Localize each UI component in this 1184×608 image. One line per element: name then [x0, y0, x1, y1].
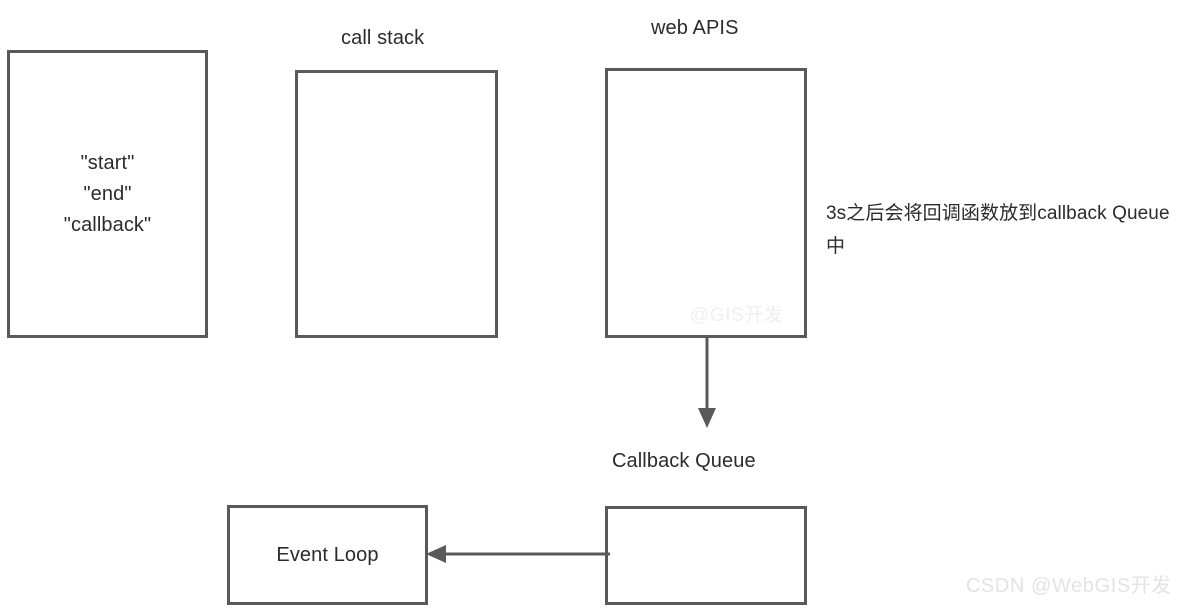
- event-loop-text: Event Loop: [276, 543, 379, 566]
- callback-queue-box[interactable]: [605, 506, 807, 605]
- watermark-csdn: CSDN @WebGIS开发: [965, 575, 1172, 597]
- arrow-callback-queue-to-event-loop: [426, 545, 610, 563]
- callback-queue-caption: Callback Queue: [612, 450, 756, 472]
- event-loop-box[interactable]: Event Loop: [227, 505, 428, 605]
- code-output-box[interactable]: "start" "end" "callback": [7, 50, 208, 338]
- web-apis-box[interactable]: [605, 68, 807, 338]
- arrow-web-apis-to-callback-queue: [698, 336, 716, 428]
- web-apis-caption: web APIS: [651, 17, 739, 39]
- call-stack-box[interactable]: [295, 70, 498, 338]
- timer-callback-note: 3s之后会将回调函数放到callback Queue中: [826, 203, 1170, 258]
- call-stack-caption: call stack: [341, 27, 425, 49]
- code-output-text: "start" "end" "callback": [63, 151, 152, 236]
- watermark-faint: @GIS开发: [690, 305, 784, 326]
